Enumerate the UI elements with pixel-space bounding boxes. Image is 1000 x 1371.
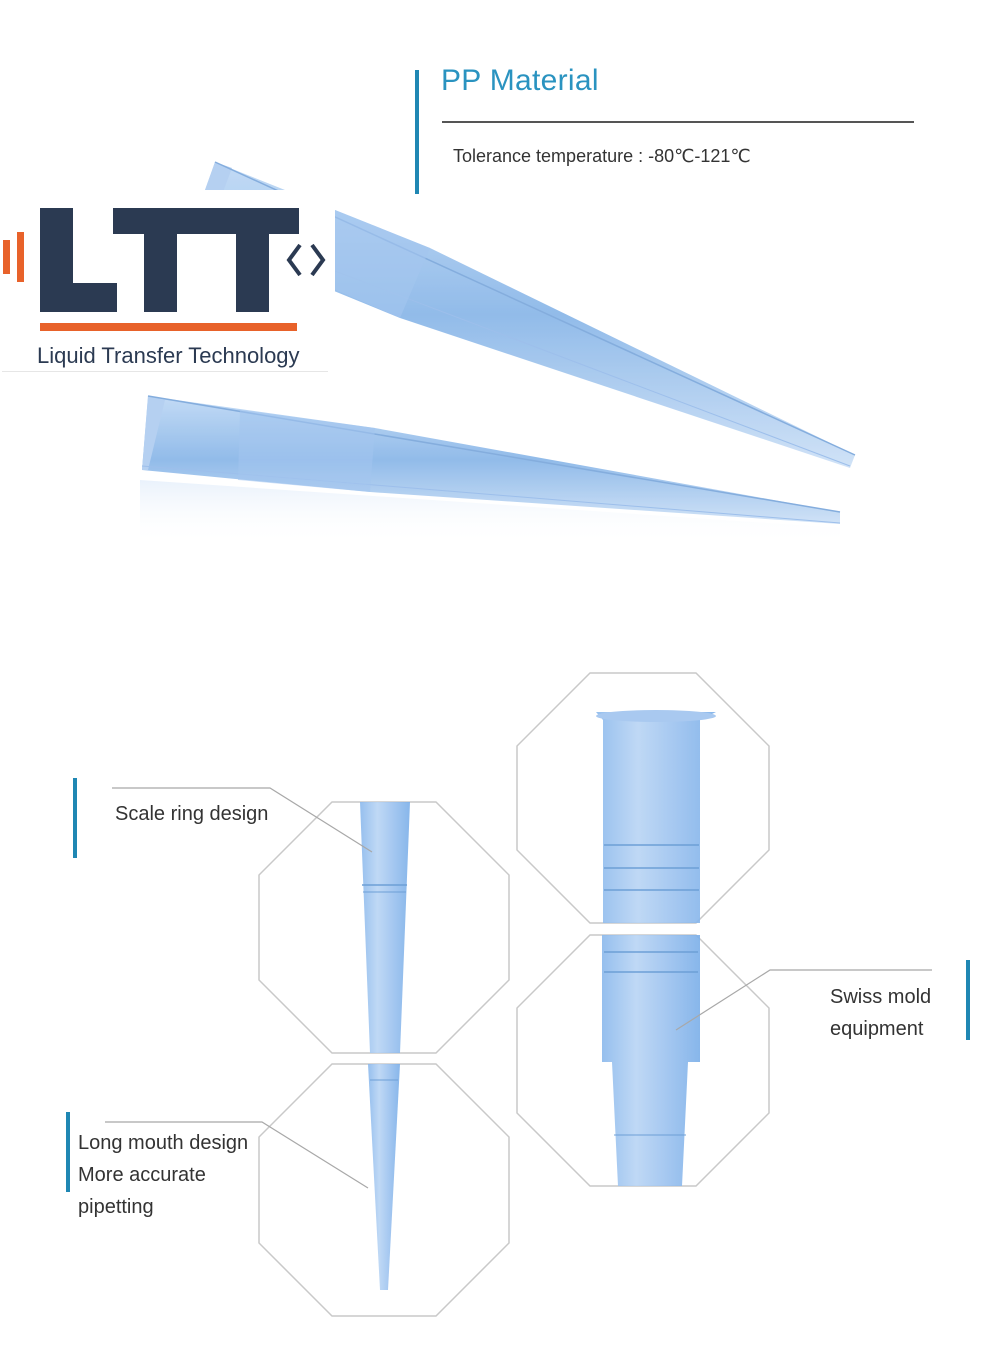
logo — [0, 190, 335, 375]
label-swiss-mold-2: equipment — [830, 1018, 924, 1040]
accent-bar-material — [415, 70, 419, 194]
octagon-long-mouth — [258, 1063, 510, 1317]
octagon-swiss-mold — [516, 934, 770, 1187]
logo-tagline: Liquid Transfer Technology — [37, 343, 300, 368]
pipette-tip-lower — [141, 395, 841, 524]
tolerance-text: Tolerance temperature : -80℃-121℃ — [453, 146, 751, 166]
accent-bar-swiss-mold — [966, 960, 970, 1040]
label-swiss-mold-1: Swiss mold — [830, 986, 932, 1008]
accent-bar-long-mouth — [66, 1112, 70, 1192]
material-title: PP Material — [441, 64, 599, 97]
accent-bar-scale-ring — [73, 778, 77, 858]
title-divider — [442, 121, 914, 123]
label-long-mouth-3: pipetting — [78, 1196, 154, 1218]
logo-mark — [3, 208, 326, 331]
octagon-tip-top — [516, 672, 770, 924]
label-long-mouth-2: More accurate — [78, 1164, 206, 1186]
pipette-tips-image — [140, 161, 856, 545]
octagon-scale-ring — [258, 801, 510, 1054]
label-long-mouth-1: Long mouth design — [78, 1132, 249, 1154]
label-scale-ring: Scale ring design — [115, 803, 269, 825]
logo-divider — [2, 371, 328, 372]
